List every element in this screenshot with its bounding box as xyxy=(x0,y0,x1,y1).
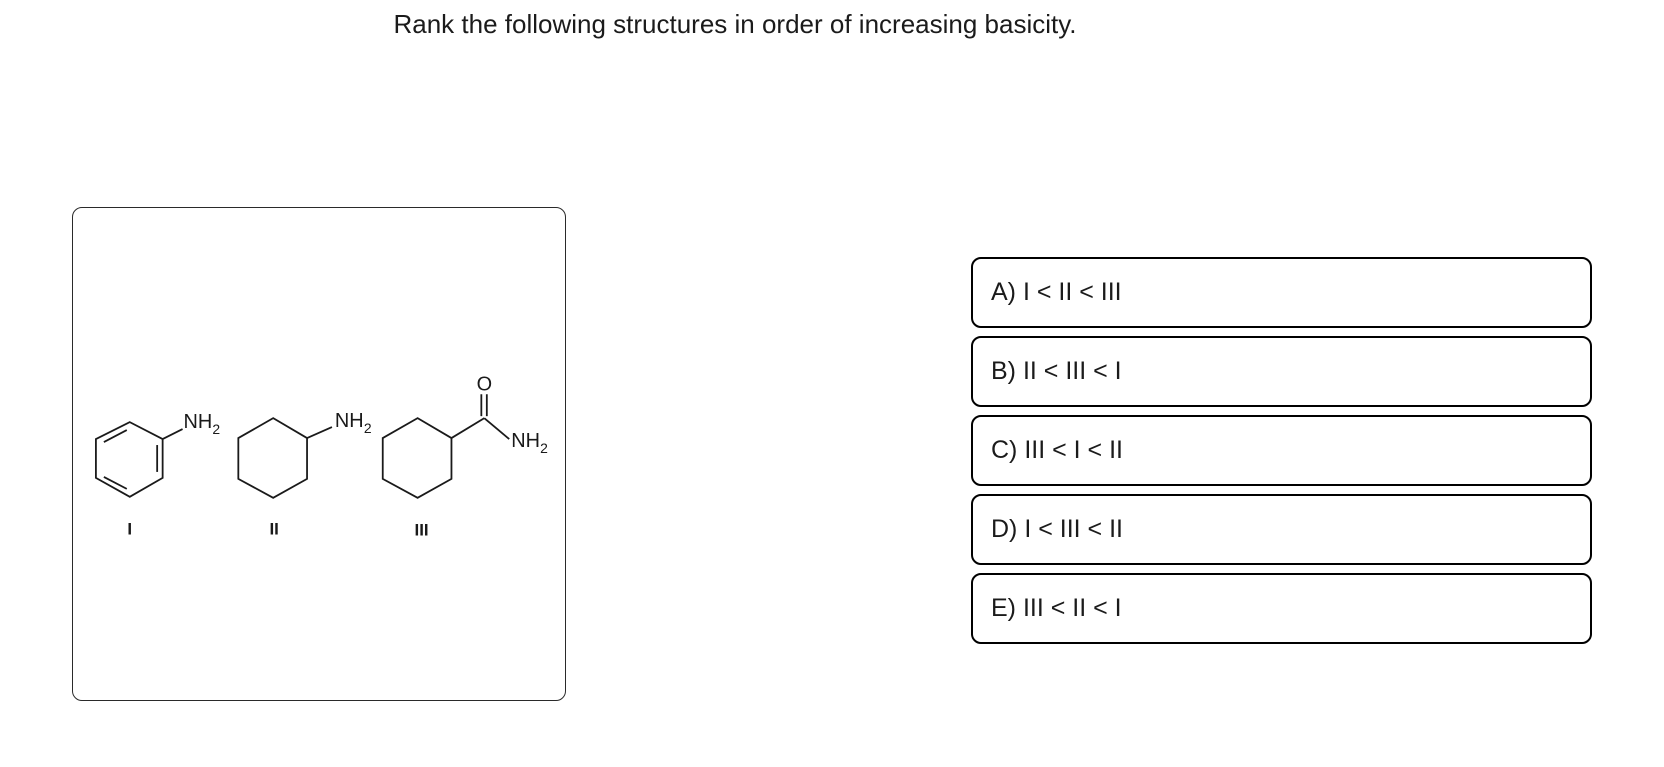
amine-label: NH xyxy=(184,411,213,433)
amine-subscript: 2 xyxy=(212,421,220,437)
structure-diagram-svg: NH 2 I NH 2 II O NH 2 xyxy=(95,373,548,540)
bond-to-amine xyxy=(162,428,183,440)
structures-panel: NH 2 I NH 2 II O NH 2 xyxy=(72,207,566,701)
answer-options-list: A) I < II < III B) II < III < I C) III <… xyxy=(971,257,1592,644)
bond-carbonyl-to-amine xyxy=(483,417,510,440)
double-bond-inner-bottomleft xyxy=(103,476,128,490)
cyclohexane-ring xyxy=(237,417,308,499)
oxygen-label: O xyxy=(477,373,492,395)
amine-label: NH xyxy=(335,410,364,432)
amine-subscript: 2 xyxy=(364,420,372,436)
amine-label: NH xyxy=(511,430,540,452)
option-a-label: A) I < II < III xyxy=(991,278,1122,306)
option-a[interactable]: A) I < II < III xyxy=(971,257,1592,328)
structure-label-3: III xyxy=(415,521,429,540)
option-b[interactable]: B) II < III < I xyxy=(971,336,1592,407)
double-bond-inner-topleft xyxy=(103,429,128,443)
amine-subscript: 2 xyxy=(540,440,548,456)
structure-label-2: II xyxy=(269,520,278,539)
benzene-ring xyxy=(95,421,164,498)
cyclohexane-ring xyxy=(381,417,453,499)
bond-ring-to-carbonyl xyxy=(450,417,485,439)
structure-2-cyclohexylamine: NH 2 II xyxy=(237,410,372,539)
option-d[interactable]: D) I < III < II xyxy=(971,494,1592,565)
option-e[interactable]: E) III < II < I xyxy=(971,573,1592,644)
page-title: Rank the following structures in order o… xyxy=(393,9,1077,39)
structure-1-aniline: NH 2 I xyxy=(95,411,220,539)
option-c[interactable]: C) III < I < II xyxy=(971,415,1592,486)
bond-to-amine xyxy=(306,426,333,439)
option-c-label: C) III < I < II xyxy=(991,436,1123,464)
option-e-label: E) III < II < I xyxy=(991,594,1122,622)
option-b-label: B) II < III < I xyxy=(991,357,1122,385)
structure-label-1: I xyxy=(127,520,132,539)
option-d-label: D) I < III < II xyxy=(991,515,1123,543)
structure-3-carboxamide: O NH 2 III xyxy=(381,373,548,540)
